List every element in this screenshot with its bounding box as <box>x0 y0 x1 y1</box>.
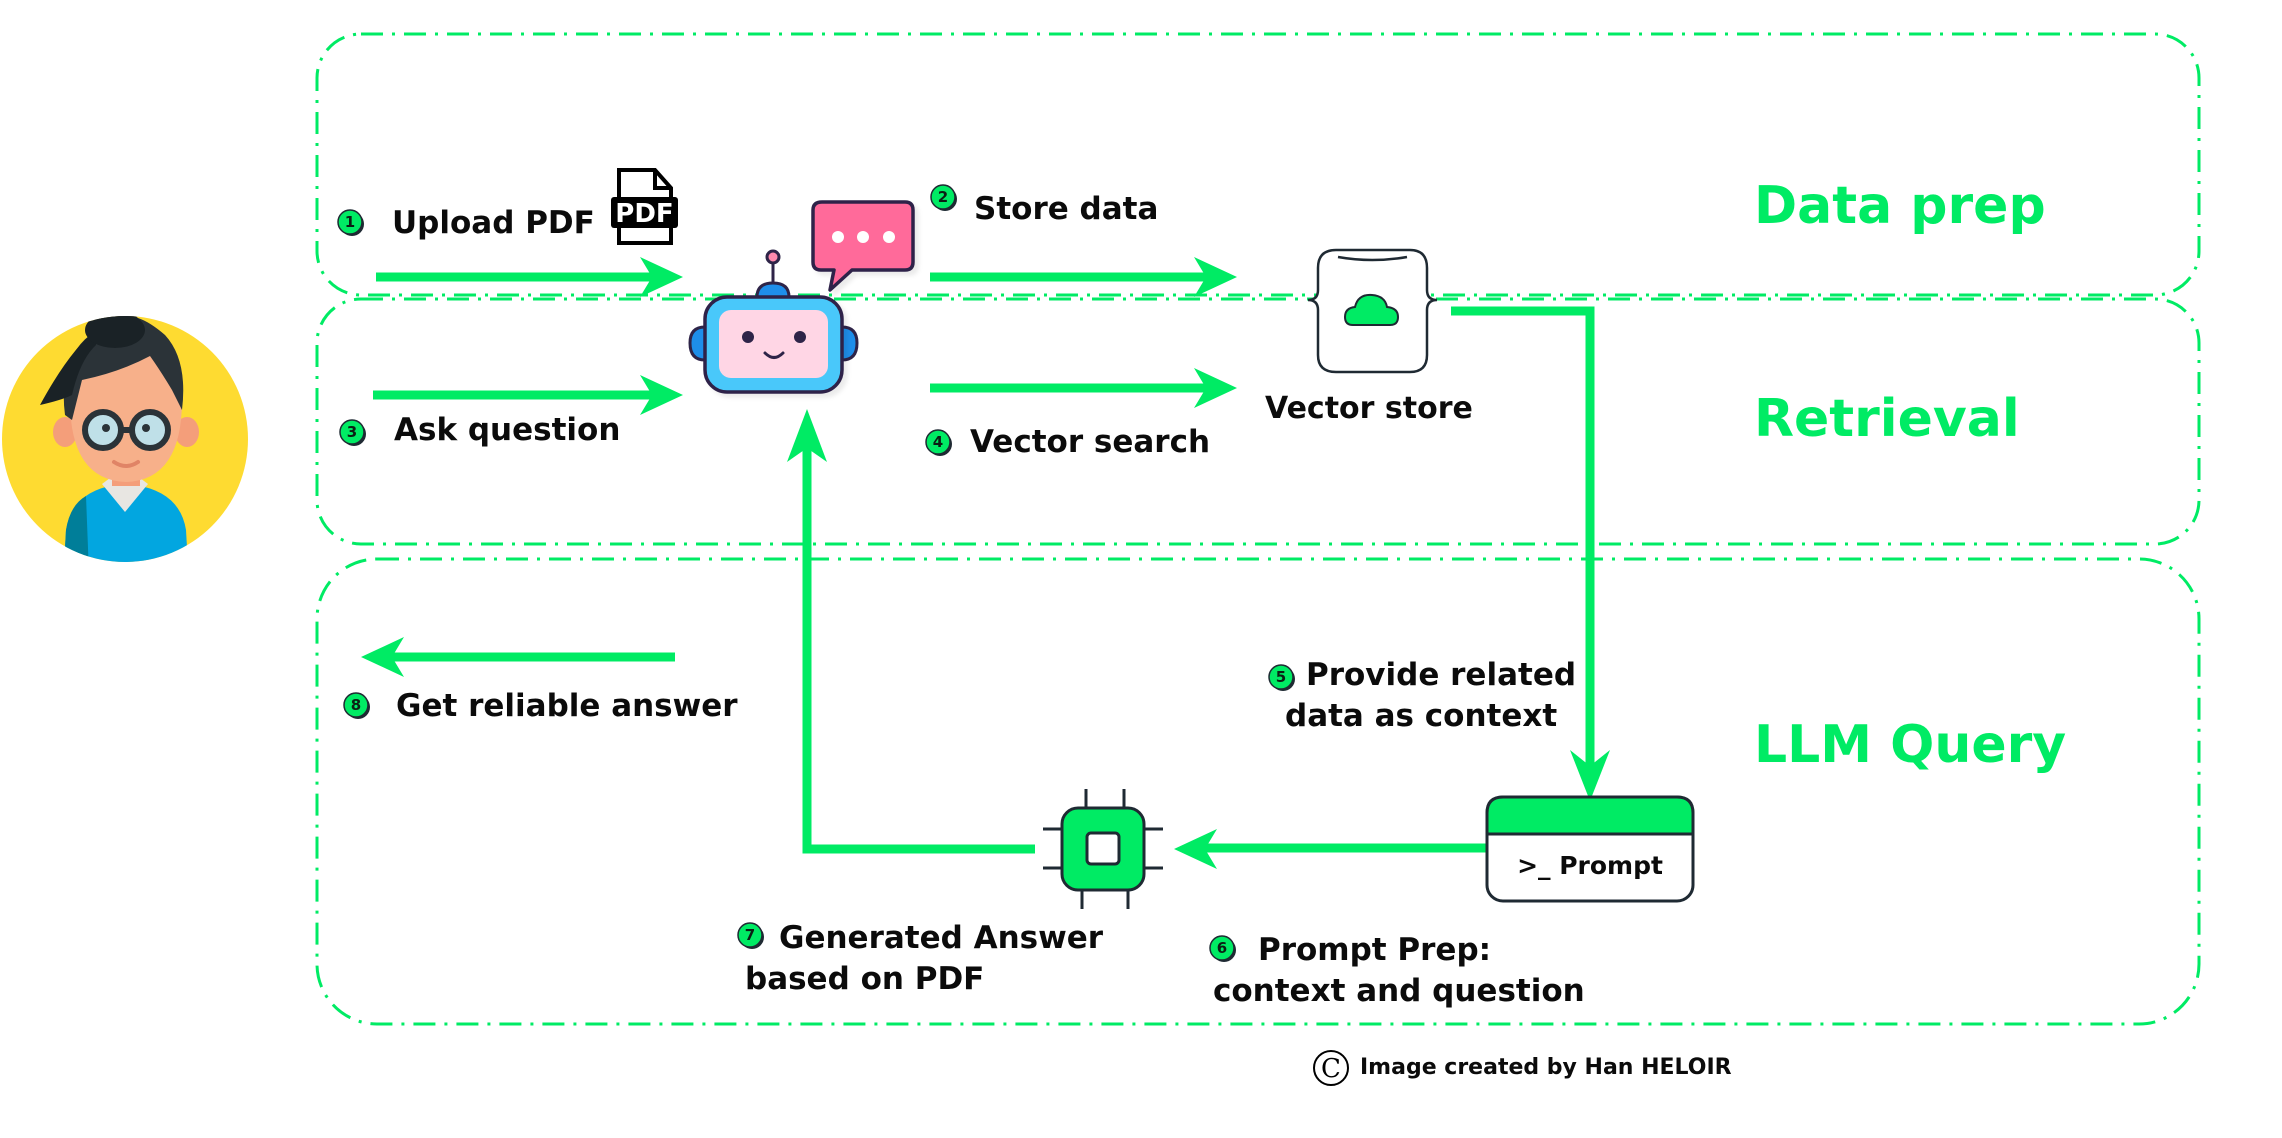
arrowhead-to-llm <box>1174 829 1217 869</box>
avatar-ponytail <box>40 330 96 405</box>
avatar-bun <box>85 316 145 348</box>
step-number: 1 <box>345 213 355 231</box>
user-avatar <box>2 316 248 562</box>
cloud-icon <box>1343 293 1400 326</box>
step-number: 8 <box>351 696 361 714</box>
arrowhead-answer <box>361 637 404 677</box>
step-2: 2 Store data <box>930 184 1158 227</box>
step-number: 4 <box>933 433 943 451</box>
step-label: Store data <box>974 191 1158 227</box>
section-box-llm-query <box>315 557 2201 1026</box>
arrowhead-ask <box>640 375 683 415</box>
arrowhead-upload <box>640 257 683 297</box>
chatbot-robot-icon <box>688 200 915 394</box>
pdf-icon-text: PDF <box>615 199 673 229</box>
vector-store-icon <box>1307 248 1438 374</box>
credit: C Image created by Han HELOIR <box>1313 1050 1732 1086</box>
arrowhead-to-chatbot <box>787 409 827 462</box>
step-number: 2 <box>938 188 948 206</box>
avatar-eye-left <box>102 424 110 432</box>
step-3: 3 Ask question <box>339 412 620 448</box>
avatar-ear-left <box>53 417 77 447</box>
speech-bubble-icon <box>811 200 915 292</box>
avatar-glasses <box>82 409 171 451</box>
section-title-llm-query: LLM Query <box>1754 715 2066 775</box>
step-label-line1: Generated Answer <box>779 920 1104 956</box>
step-label: Vector search <box>970 424 1210 460</box>
step-label: Ask question <box>394 412 620 448</box>
section-boxes <box>315 32 2201 1026</box>
step-1: 1 Upload PDF <box>337 205 595 241</box>
step-4: 4 Vector search <box>925 424 1210 460</box>
step-number: 6 <box>1217 939 1227 957</box>
llm-chip-icon <box>1043 789 1163 909</box>
vector-store-label: Vector store <box>1265 391 1473 426</box>
step-number: 5 <box>1276 668 1286 686</box>
connector-llm-to-chatbot <box>802 440 1035 854</box>
prompt-label: >_ Prompt <box>1517 851 1663 880</box>
avatar-ear-right <box>175 417 199 447</box>
step-5: 5 Provide related data as context <box>1268 657 1576 734</box>
step-label: Upload PDF <box>392 205 595 241</box>
arrow-heads <box>361 257 1610 869</box>
credit-text: Image created by Han HELOIR <box>1360 1055 1732 1080</box>
step-number: 7 <box>745 926 755 944</box>
step-label-line2: context and question <box>1213 973 1585 1009</box>
section-box-retrieval <box>315 297 2201 546</box>
avatar-eye-right <box>142 424 150 432</box>
step-label-line1: Provide related <box>1306 657 1576 693</box>
avatar-shirt <box>62 485 190 562</box>
step-label-line2: data as context <box>1285 698 1557 734</box>
avatar-shirt-shadow <box>62 496 90 562</box>
step-label: Get reliable answer <box>396 688 738 724</box>
step-label-line1: Prompt Prep: <box>1258 932 1491 968</box>
section-title-data-prep: Data prep <box>1754 176 2046 236</box>
step-number: 3 <box>347 423 357 441</box>
arrowhead-to-prompt <box>1570 750 1610 801</box>
pdf-file-icon: PDF <box>611 168 678 245</box>
step-label-line2: based on PDF <box>745 961 984 997</box>
step-6: 6 Prompt Prep: context and question <box>1209 932 1585 1009</box>
step-8: 8 Get reliable answer <box>343 688 738 724</box>
arrowhead-search <box>1194 368 1237 408</box>
step-7: 7 Generated Answer based on PDF <box>737 920 1104 997</box>
avatar-smile <box>112 460 140 468</box>
section-title-retrieval: Retrieval <box>1754 389 2020 449</box>
prompt-box: >_ Prompt <box>1485 795 1695 903</box>
connector-vector-to-prompt <box>1451 306 1595 775</box>
copyright-symbol: C <box>1321 1054 1341 1084</box>
avatar-collar <box>102 478 148 512</box>
copyright-icon <box>1313 1050 1349 1086</box>
arrowhead-store <box>1194 257 1237 297</box>
flow-arrows <box>373 272 1595 854</box>
section-box-data-prep <box>315 32 2201 297</box>
